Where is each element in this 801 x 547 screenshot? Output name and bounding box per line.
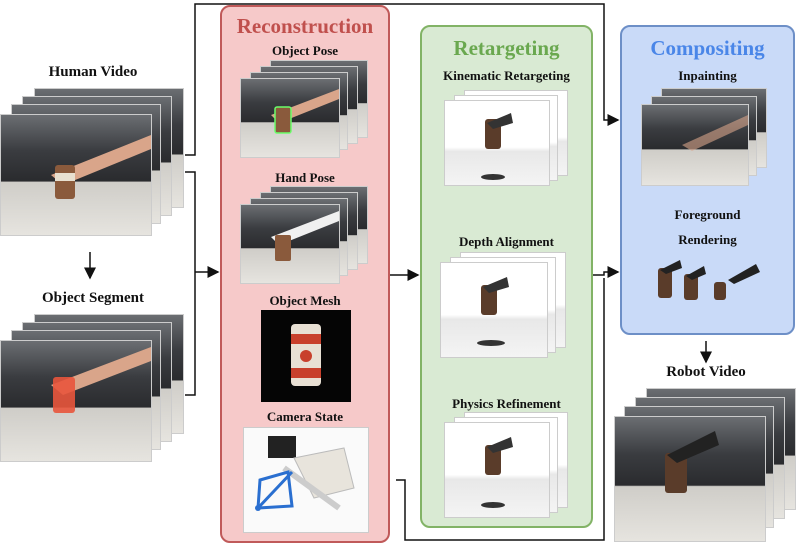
physics-refinement-stack xyxy=(444,412,570,518)
human-video-stack xyxy=(0,88,186,238)
object-pose-stack xyxy=(240,60,370,160)
retargeting-title: Retargeting xyxy=(453,36,560,60)
physics-refinement-label: Physics Refinement xyxy=(452,396,561,411)
object-mesh-label: Object Mesh xyxy=(269,293,341,308)
object-segment-label: Object Segment xyxy=(41,290,145,306)
inpainting-stack xyxy=(641,88,771,188)
depth-alignment-stack xyxy=(440,252,572,358)
bracket-human-video xyxy=(185,171,196,272)
foreground-rendering-image xyxy=(652,254,770,304)
camera-state-image xyxy=(243,427,369,533)
camera-state-label: Camera State xyxy=(266,409,344,424)
reconstruction-title: Reconstruction xyxy=(236,14,374,38)
robot-video-stack xyxy=(614,388,800,544)
human-video-label: Human Video xyxy=(48,64,138,80)
arrow-human-to-compositing xyxy=(185,3,620,156)
kinematic-retargeting-label: Kinematic Retargeting xyxy=(443,68,570,83)
robot-video-label: Robot Video xyxy=(666,364,746,380)
depth-alignment-label: Depth Alignment xyxy=(459,234,554,249)
kinematic-retargeting-stack xyxy=(444,90,570,186)
arrow-retarget-to-compositing xyxy=(593,266,620,278)
hand-pose-label: Hand Pose xyxy=(275,170,335,185)
bracket-object-segment xyxy=(185,272,196,396)
inpainting-label: Inpainting xyxy=(678,68,737,83)
object-mesh-image xyxy=(261,310,351,402)
object-segment-stack xyxy=(0,314,186,464)
foreground-rendering-label-line2: Rendering xyxy=(678,232,737,247)
arrow-camera-loop xyxy=(396,278,605,541)
compositing-title: Compositing xyxy=(650,36,765,60)
object-pose-label: Object Pose xyxy=(271,43,339,58)
hand-pose-stack xyxy=(240,186,370,286)
foreground-rendering-label-line1: Foreground xyxy=(674,207,741,222)
